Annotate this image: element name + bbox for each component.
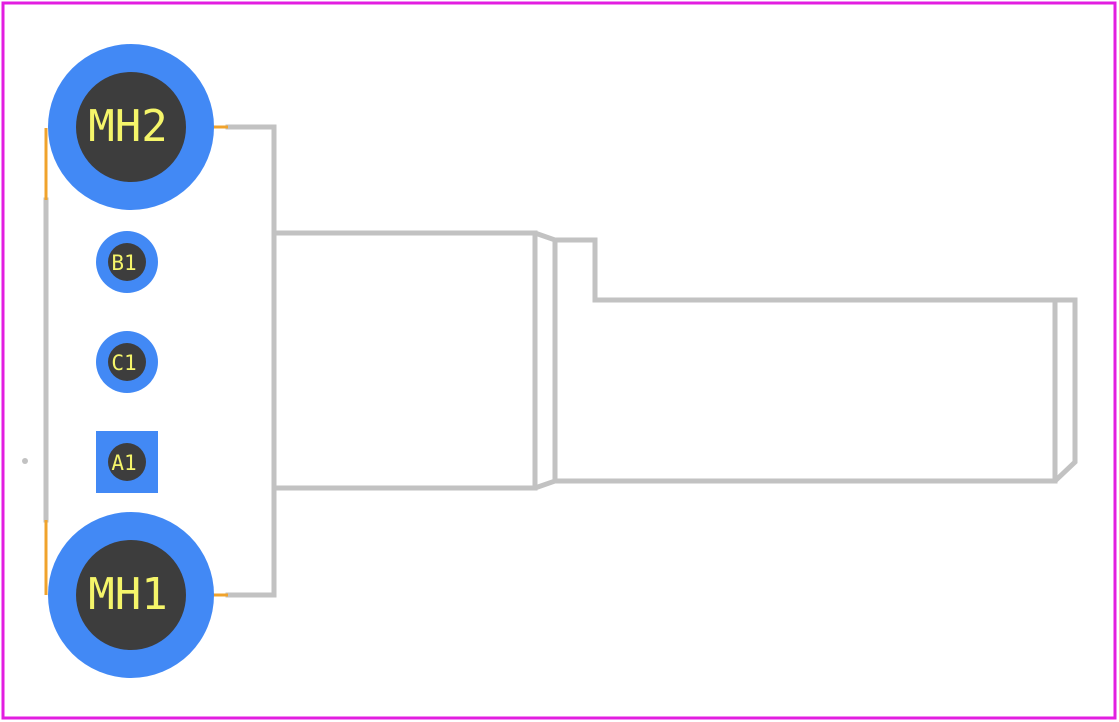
pad-mh2-label: MH2 [88, 101, 167, 152]
pad-mh2[interactable]: MH2 [48, 44, 214, 210]
silkscreen-outline [43, 124, 1078, 598]
pad-mh2-drill [76, 72, 186, 182]
pad-c1-label: C1 [111, 351, 136, 375]
silk-body-top [271, 230, 559, 244]
silk-body-bottom [271, 477, 559, 491]
pad-mh1-label: MH1 [88, 569, 167, 620]
silk-flange [225, 124, 277, 598]
pad-c1-drill [108, 343, 146, 381]
pad-a1-drill [108, 443, 146, 481]
pad-b1-drill [108, 243, 146, 281]
pad-c1[interactable]: C1 [96, 331, 158, 393]
silk-step-notch [552, 237, 1078, 484]
pad-a1-label: A1 [111, 451, 136, 475]
fab-lines [44, 125, 228, 597]
pad-mh1-drill [76, 540, 186, 650]
pad-b1-label: B1 [111, 251, 136, 275]
pad-mh1[interactable]: MH1 [48, 512, 214, 678]
origin-marker [22, 458, 28, 464]
pad-a1[interactable]: A1 [96, 431, 158, 493]
pad-b1[interactable]: B1 [96, 231, 158, 293]
